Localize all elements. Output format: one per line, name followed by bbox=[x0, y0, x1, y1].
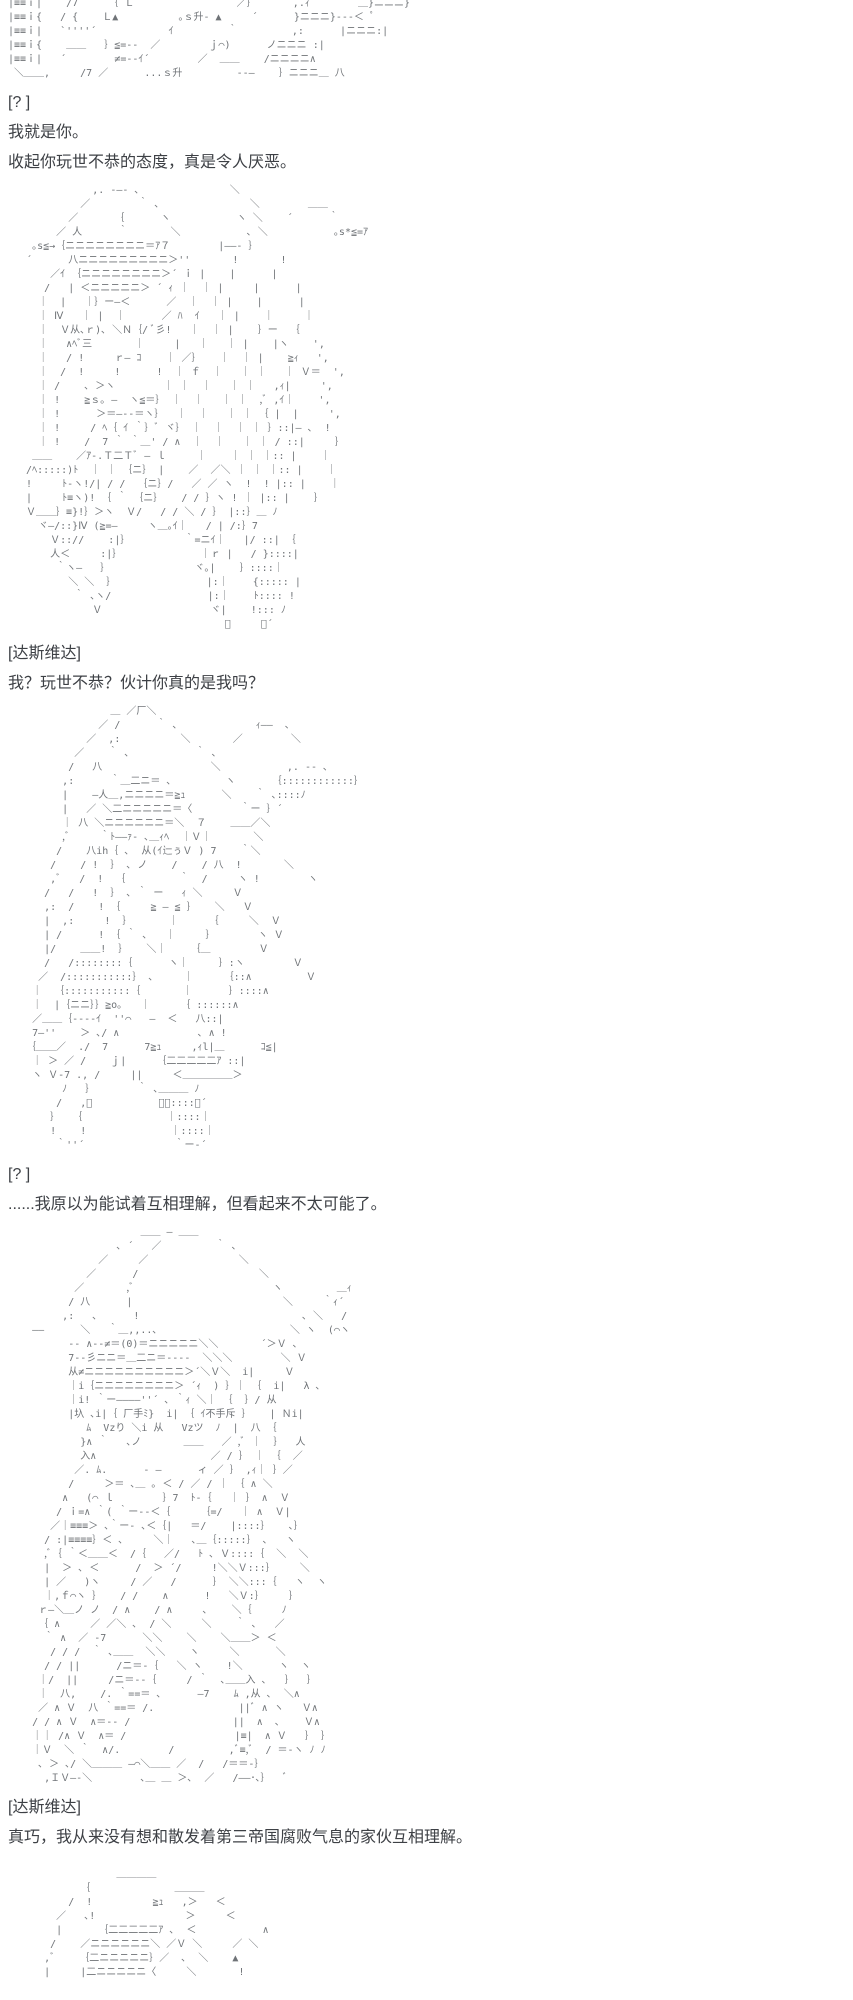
ascii-art-darth-vader: ,. -―- ､ ＼ ／ ｀ ､ ＼ ＿＿ ／ ｛ ヽ ヽ ＼ ´ ｀ ／ 人 … bbox=[26, 185, 369, 630]
ascii-art-bottom-partial: ＿＿＿＿ ｛ ＿＿＿ / ! ≧ｭ ,＞ ＜ ／ ､! ＞ ＜ | ｛二二二二二… bbox=[44, 1869, 269, 1978]
dialogue-line: 我？玩世不恭？伙计你真的是我吗？ bbox=[8, 675, 265, 692]
dialogue-line: ......我原以为能试着互相理解，但看起来不太可能了。 bbox=[8, 1196, 387, 1213]
speaker-label: [达斯维达] bbox=[8, 1799, 81, 1816]
speaker-label: [达斯维达] bbox=[8, 645, 81, 662]
ascii-art-character-3: ＿＿ ― ＿＿ ､ ´ ／ ｀ ､ ／ ／ ＼ ／ / ＼ ／ ,ﾞ ヽ ＿ｨ … bbox=[32, 1227, 352, 1784]
ascii-art-top-partial: |≡≡ｉ| /7 ´ ｛ Ｌ ／｝ ,.ｨ ＿}ニニニ} |≡≡ｉ{ / { Ｌ… bbox=[8, 0, 411, 79]
dialogue-line: 我就是你。 bbox=[8, 124, 89, 141]
dialogue-line: 真巧，我从来没有想和散发着第三帝国腐败气息的家伙互相理解。 bbox=[8, 1829, 473, 1846]
speaker-label: [? ] bbox=[8, 94, 31, 111]
ascii-art-character-2: ＿ ／厂＼ ／ / ｀ ､ ｨ―― ､ ／ ,: ＼ ／ ＼ ／ ｀ ､ ｀ ､… bbox=[26, 706, 364, 1151]
dialogue-line: 收起你玩世不恭的态度，真是令人厌恶。 bbox=[8, 154, 297, 171]
speaker-label: [? ] bbox=[8, 1166, 31, 1183]
